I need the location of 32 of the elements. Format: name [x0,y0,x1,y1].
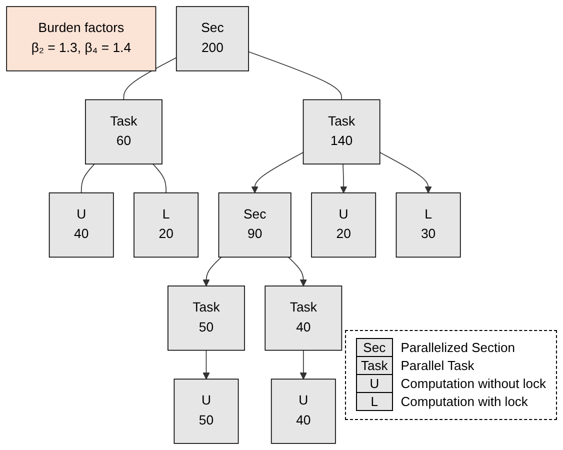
legend-text: Parallel Task [400,357,476,375]
legend-key: Task [356,356,393,375]
legend-key: U [356,374,393,393]
node-box [396,192,461,258]
arrow [202,256,222,286]
node-box [264,286,342,351]
node-box [311,192,376,258]
arrow [288,256,308,286]
node-box [168,286,245,351]
connector [123,57,177,100]
node-box [48,192,114,258]
legend-key: L [356,392,393,411]
node-box [270,378,336,444]
connector [248,51,342,100]
node-box [174,378,239,444]
arrow [300,350,308,380]
legend-key: Sec [356,338,393,357]
node-box [302,99,380,164]
arrow [340,164,348,194]
arrow [379,152,432,194]
node-box [218,192,292,258]
legend-text: Computation with lock [400,393,529,411]
node-box [176,6,249,72]
connector [152,164,166,194]
arrow [251,152,304,194]
arrow [202,350,210,380]
connector [80,164,95,194]
node-box [6,6,156,72]
legend-text: Parallelized Section [400,339,516,357]
legend-text: Computation without lock [400,375,546,393]
node-box [134,192,199,258]
node-box [85,99,162,164]
